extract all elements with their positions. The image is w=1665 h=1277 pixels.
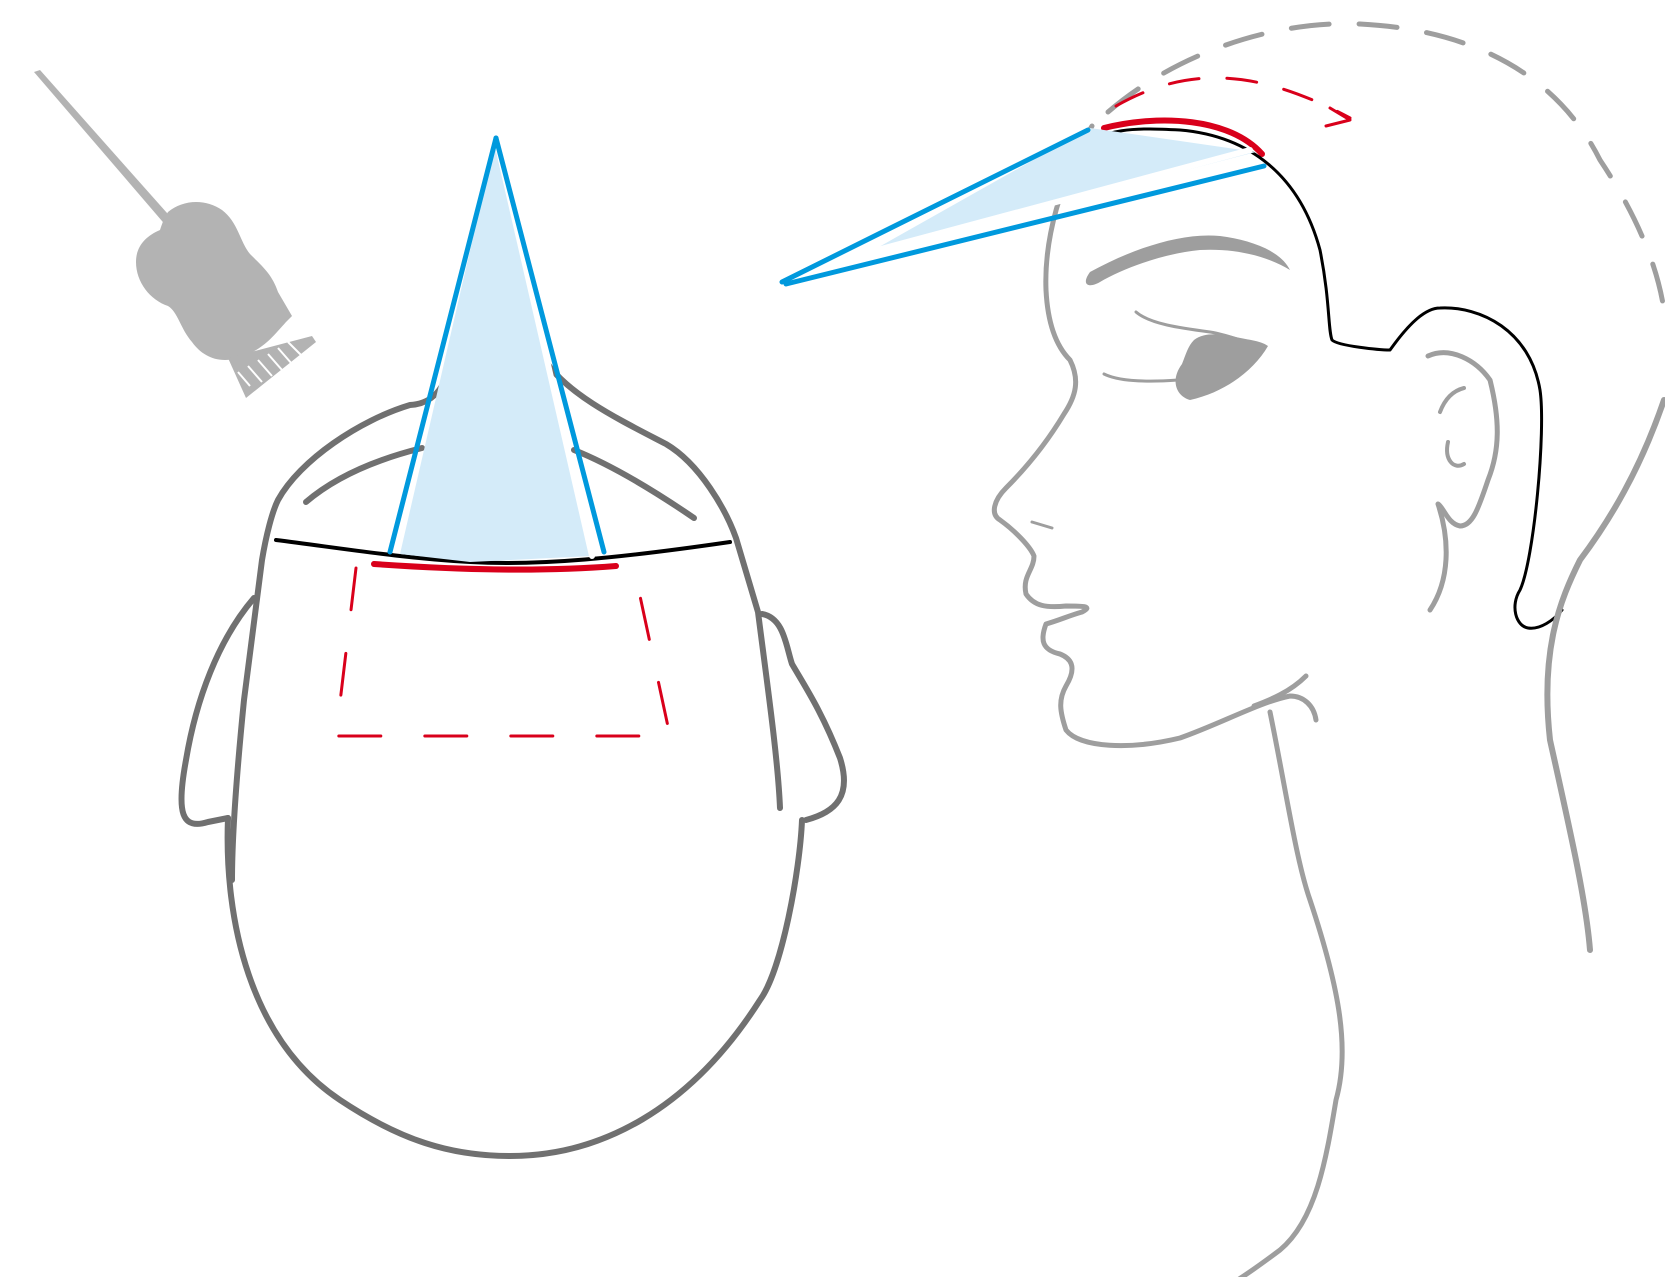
ear-inner <box>1440 388 1464 466</box>
head-top-view <box>181 138 844 1156</box>
eye-lower-lid <box>1104 374 1178 381</box>
subsection-guide-dashed <box>336 568 670 736</box>
head-profile-view <box>782 24 1664 1277</box>
head-lower-outline <box>228 818 802 1156</box>
ear-outline <box>1428 353 1497 610</box>
direction-arrow-dashed <box>1116 78 1350 118</box>
head-hair-outline-right <box>546 362 780 808</box>
eye-shape <box>1176 334 1268 400</box>
back-hair-curve <box>1547 400 1664 950</box>
neck-back <box>1254 676 1306 706</box>
eyebrow <box>1086 235 1290 285</box>
nostril <box>1032 522 1052 528</box>
tint-brush-icon <box>34 70 316 398</box>
neck-front <box>1190 712 1342 1277</box>
foil-fill <box>400 138 592 562</box>
